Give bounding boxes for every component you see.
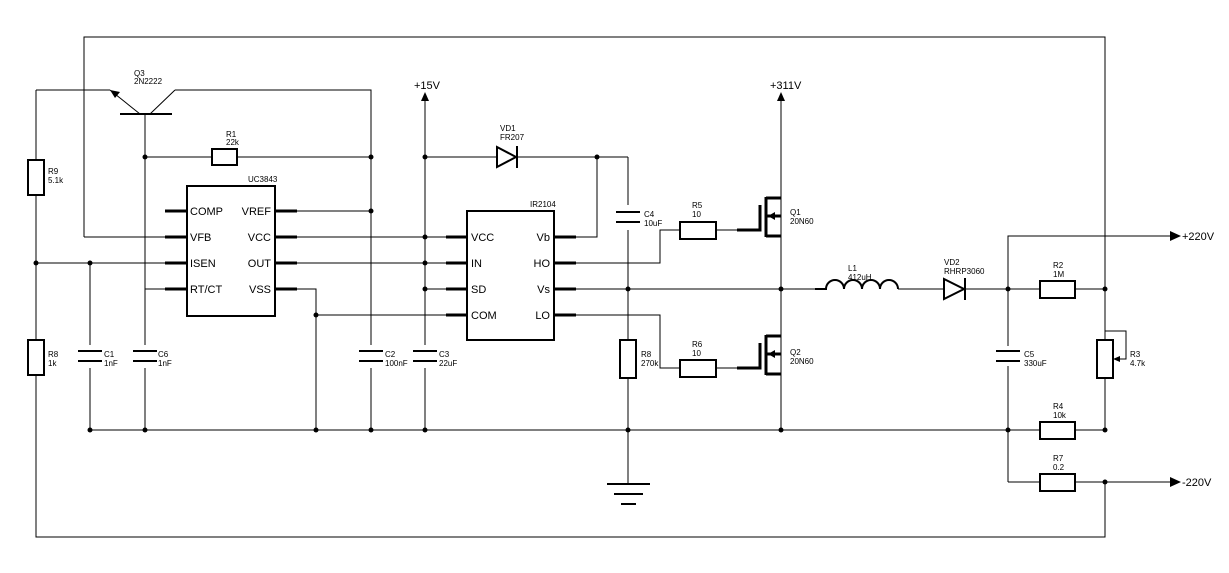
r6-ref: R6 bbox=[692, 340, 703, 349]
ir2104-pin-vb: Vb bbox=[537, 232, 550, 244]
uc3843-pin-comp: COMP bbox=[190, 206, 223, 218]
ic-ir2104: IR2104 VCC IN SD COM Vb HO Vs LO bbox=[446, 200, 576, 341]
c5-ref: C5 bbox=[1024, 350, 1035, 359]
r3-value: 4.7k bbox=[1130, 359, 1146, 368]
capacitor-c1: C1 1nF bbox=[76, 346, 118, 368]
resistor-r5: R5 10 bbox=[679, 201, 717, 240]
ir2104-pin-vcc: VCC bbox=[471, 232, 494, 244]
r8b-ref: R8 bbox=[641, 350, 652, 359]
resistor-r9: R9 5.1k bbox=[27, 159, 64, 196]
c5-value: 330uF bbox=[1024, 359, 1047, 368]
r8b-value: 270k bbox=[641, 359, 659, 368]
uc3843-pin-vref: VREF bbox=[242, 206, 272, 218]
ir2104-pin-lo: LO bbox=[535, 310, 550, 322]
q3-part: 2N2222 bbox=[134, 77, 163, 86]
r5-ref: R5 bbox=[692, 201, 703, 210]
l1-value: 412uH bbox=[848, 273, 872, 282]
uc3843-pin-isen: ISEN bbox=[190, 258, 216, 270]
rail-311v: +311V bbox=[770, 80, 802, 101]
mosfet-q1: Q1 20N60 bbox=[737, 192, 814, 238]
out-neg-label: -220V bbox=[1182, 477, 1212, 489]
capacitor-c2: C2 100nF bbox=[357, 346, 408, 368]
diode-vd2: VD2 RHRP3060 bbox=[936, 258, 985, 301]
junction-dots bbox=[33, 154, 1108, 485]
capacitor-c5: C5 330uF bbox=[994, 346, 1047, 368]
ir2104-pin-vs: Vs bbox=[537, 284, 550, 296]
r4-ref: R4 bbox=[1053, 402, 1064, 411]
c4-value: 10uF bbox=[644, 219, 662, 228]
ir2104-pin-ho: HO bbox=[534, 258, 551, 270]
r8a-value: 1k bbox=[48, 359, 57, 368]
c6-ref: C6 bbox=[158, 350, 169, 359]
c2-ref: C2 bbox=[385, 350, 396, 359]
c4-ref: C4 bbox=[644, 210, 655, 219]
q2-part: 20N60 bbox=[790, 357, 814, 366]
output-negative-terminal: -220V bbox=[1170, 477, 1212, 489]
resistor-r1: R1 22k bbox=[211, 130, 240, 166]
capacitor-c6: C6 1nF bbox=[131, 346, 172, 368]
r9-ref: R9 bbox=[48, 167, 59, 176]
transistor-q3: Q3 2N2222 bbox=[109, 69, 176, 130]
vd2-ref: VD2 bbox=[944, 258, 960, 267]
inductor-l1: L1 412uH bbox=[815, 264, 899, 290]
uc3843-pin-rtct: RT/CT bbox=[190, 284, 222, 296]
q1-ref: Q1 bbox=[790, 208, 801, 217]
rail-15v: +15V bbox=[414, 80, 441, 101]
output-positive-terminal: +220V bbox=[1170, 231, 1215, 243]
c3-ref: C3 bbox=[439, 350, 450, 359]
ir2104-name: IR2104 bbox=[530, 200, 556, 209]
ir2104-pin-sd: SD bbox=[471, 284, 486, 296]
resistor-r4: R4 10k bbox=[1039, 402, 1076, 440]
r7-ref: R7 bbox=[1053, 454, 1064, 463]
r4-value: 10k bbox=[1053, 411, 1067, 420]
vd1-ref: VD1 bbox=[500, 124, 516, 133]
resistor-r7: R7 0.2 bbox=[1039, 454, 1076, 492]
c1-ref: C1 bbox=[104, 350, 115, 359]
c6-value: 1nF bbox=[158, 359, 172, 368]
c2-value: 100nF bbox=[385, 359, 408, 368]
wires bbox=[35, 36, 1170, 538]
ic-uc3843: UC3843 COMP VFB ISEN RT/CT VREF VCC OUT … bbox=[165, 175, 297, 317]
r6-value: 10 bbox=[692, 349, 701, 358]
resistor-r6: R6 10 bbox=[679, 340, 717, 378]
r7-value: 0.2 bbox=[1053, 463, 1065, 472]
out-pos-label: +220V bbox=[1182, 231, 1215, 243]
potentiometer-r3: R3 4.7k bbox=[1096, 330, 1146, 379]
ir2104-pin-com: COM bbox=[471, 310, 497, 322]
r8a-ref: R8 bbox=[48, 350, 59, 359]
vd1-part: FR207 bbox=[500, 133, 525, 142]
r2-value: 1M bbox=[1053, 270, 1064, 279]
rail-311v-label: +311V bbox=[770, 80, 802, 92]
l1-ref: L1 bbox=[848, 264, 857, 273]
q1-part: 20N60 bbox=[790, 217, 814, 226]
uc3843-pin-vfb: VFB bbox=[190, 232, 211, 244]
r9-value: 5.1k bbox=[48, 176, 64, 185]
r2-ref: R2 bbox=[1053, 261, 1064, 270]
capacitor-c3: C3 22uF bbox=[411, 346, 457, 368]
c1-value: 1nF bbox=[104, 359, 118, 368]
r5-value: 10 bbox=[692, 210, 701, 219]
resistor-r2: R2 1M bbox=[1039, 261, 1076, 299]
uc3843-name: UC3843 bbox=[248, 175, 278, 184]
ground-symbol bbox=[607, 470, 650, 505]
ir2104-pin-in: IN bbox=[471, 258, 482, 270]
q3-ref: Q3 bbox=[134, 69, 145, 78]
r1-ref: R1 bbox=[226, 130, 237, 139]
diode-vd1: VD1 FR207 bbox=[490, 124, 530, 169]
uc3843-pin-vss: VSS bbox=[249, 284, 271, 296]
uc3843-pin-out: OUT bbox=[248, 258, 272, 270]
vd2-part: RHRP3060 bbox=[944, 267, 985, 276]
rail-15v-label: +15V bbox=[414, 80, 441, 92]
uc3843-pin-vcc: VCC bbox=[248, 232, 271, 244]
mosfet-q2: Q2 20N60 bbox=[737, 330, 814, 376]
capacitor-c4: C4 10uF bbox=[614, 206, 662, 228]
q2-ref: Q2 bbox=[790, 348, 801, 357]
r1-value: 22k bbox=[226, 138, 240, 147]
resistor-r8-270k: R8 270k bbox=[619, 339, 659, 379]
r3-ref: R3 bbox=[1130, 350, 1141, 359]
c3-value: 22uF bbox=[439, 359, 457, 368]
resistor-r8-1k: R8 1k bbox=[27, 339, 59, 376]
